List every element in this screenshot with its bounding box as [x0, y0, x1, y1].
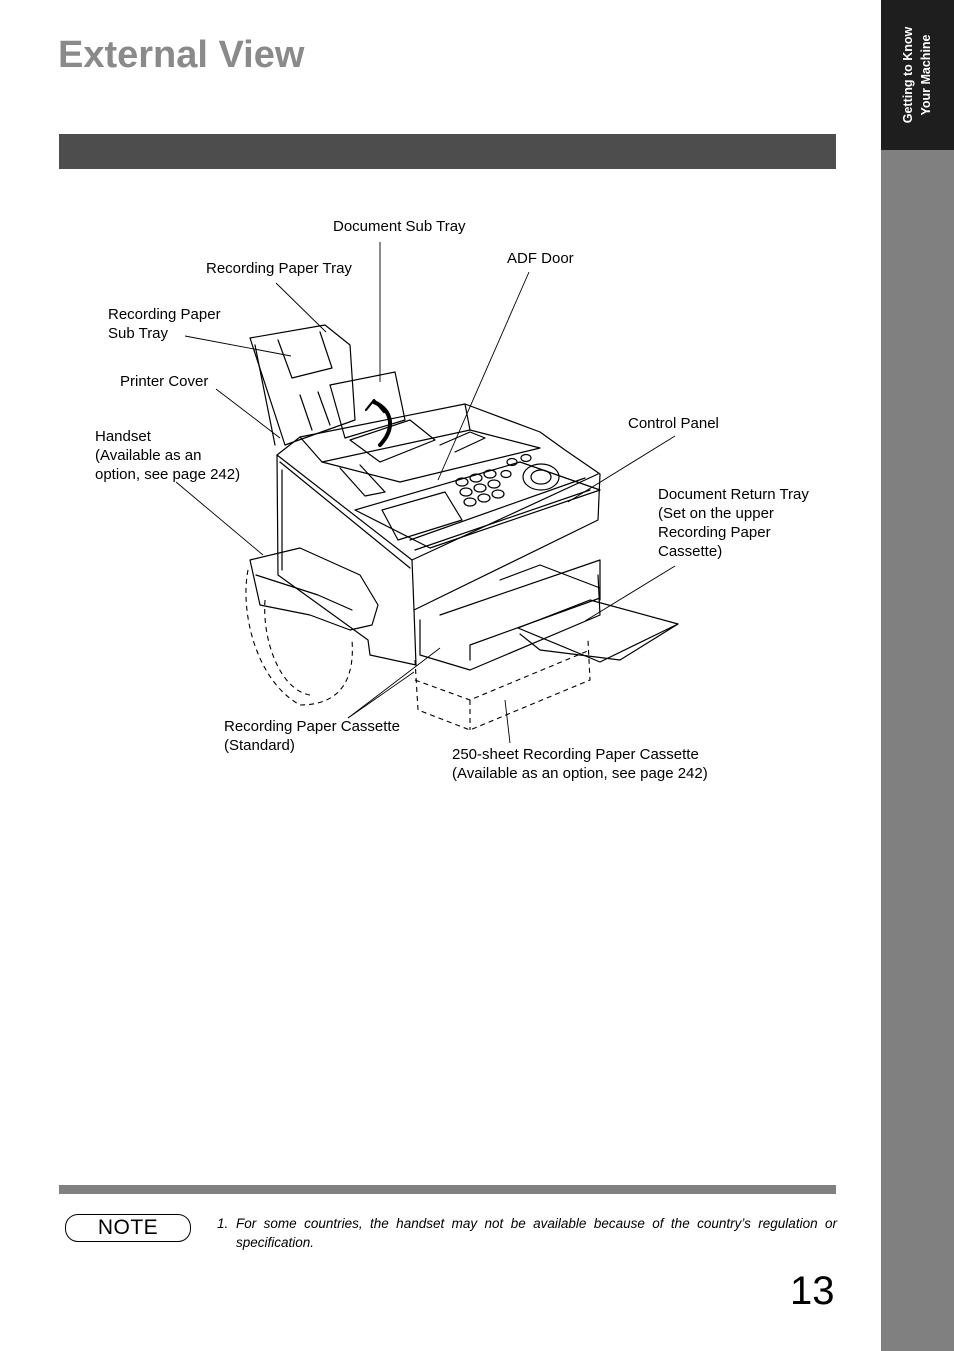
label-line: ADF Door — [507, 250, 574, 267]
label-line: Recording Paper Tray — [206, 260, 352, 277]
side-margin-strip — [881, 150, 954, 1351]
label-line: option, see page 242) — [95, 466, 241, 483]
label-line: (Set on the upper — [658, 505, 774, 522]
label-line: 250-sheet Recording Paper Cassette — [452, 746, 699, 763]
label-recording-paper-cassette: Recording Paper Cassette (Standard) — [224, 717, 400, 755]
label-line: Document Return Tray — [658, 486, 809, 503]
label-line: (Available as an — [95, 447, 202, 464]
label-line: Recording Paper — [658, 524, 771, 541]
note-text: 1. For some countries, the handset may n… — [217, 1214, 837, 1252]
label-recording-paper-sub-tray: Recording Paper Sub Tray — [108, 305, 221, 343]
label-line: Control Panel — [628, 415, 719, 432]
label-line: (Standard) — [224, 737, 295, 754]
label-optional-cassette: 250-sheet Recording Paper Cassette (Avai… — [452, 745, 708, 783]
page-title: External View — [58, 34, 305, 76]
label-line: Cassette) — [658, 543, 723, 560]
label-control-panel: Control Panel — [628, 414, 719, 433]
note-badge: NOTE — [65, 1214, 191, 1242]
label-line: Recording Paper Cassette — [224, 718, 400, 735]
label-line: Sub Tray — [108, 325, 169, 342]
label-line: (Available as an option, see page 242) — [452, 765, 708, 782]
label-adf-door: ADF Door — [507, 249, 574, 268]
note-body: For some countries, the handset may not … — [236, 1216, 837, 1250]
label-line: Handset — [95, 428, 151, 445]
label-document-sub-tray: Document Sub Tray — [333, 217, 466, 236]
footer-divider-bar — [59, 1185, 836, 1194]
note-number: 1. — [217, 1216, 229, 1231]
section-header-bar — [59, 134, 836, 169]
page-number: 13 — [790, 1269, 835, 1313]
label-document-return-tray: Document Return Tray (Set on the upper R… — [658, 485, 809, 561]
label-line: Document Sub Tray — [333, 218, 466, 235]
label-printer-cover: Printer Cover — [120, 372, 208, 391]
label-handset: Handset (Available as an option, see pag… — [95, 427, 240, 484]
label-recording-paper-tray: Recording Paper Tray — [206, 259, 352, 278]
chapter-tab — [881, 0, 954, 150]
label-line: Recording Paper — [108, 306, 221, 323]
label-line: Printer Cover — [120, 373, 209, 390]
